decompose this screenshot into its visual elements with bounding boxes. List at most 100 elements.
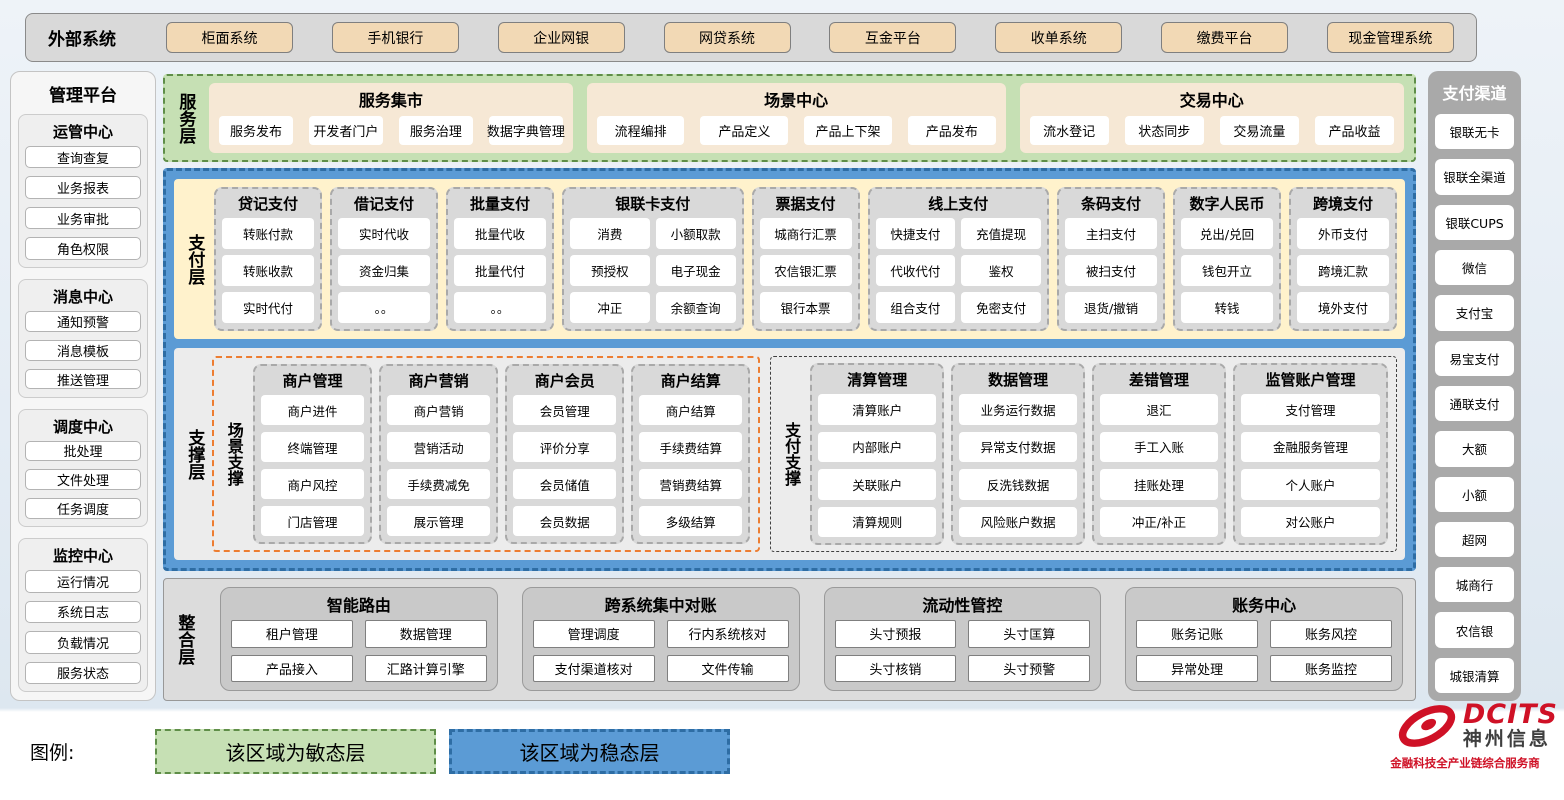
integration-item-button[interactable]: 租户管理 [231,620,353,648]
integration-item-button[interactable]: 支付渠道核对 [532,654,655,682]
payment-item-button[interactable]: 充值提现 [961,218,1042,249]
support-item-button[interactable]: 异常支付数据 [959,431,1078,462]
integration-item-button[interactable]: 头寸匡算 [968,620,1091,648]
management-item-button[interactable]: 查询查复 [25,146,141,169]
support-item-button[interactable]: 手续费减免 [387,469,491,499]
management-item-button[interactable]: 通知预警 [25,310,141,332]
support-item-button[interactable]: 内部账户 [818,431,937,462]
payment-channel-button[interactable]: 微信 [1435,249,1514,286]
payment-channel-button[interactable]: 城银清算 [1435,657,1514,694]
management-item-button[interactable]: 角色权限 [25,237,141,260]
payment-item-button[interactable]: 快捷支付 [875,218,956,249]
payment-channel-button[interactable]: 大额 [1435,431,1514,467]
support-item-button[interactable]: 个人账户 [1240,469,1381,500]
payment-channel-button[interactable]: 易宝支付 [1435,340,1514,376]
payment-item-button[interactable]: 预授权 [569,255,650,286]
service-item-button[interactable]: 数据字典管理 [487,116,565,145]
integration-item-button[interactable]: 文件传输 [666,654,789,682]
payment-channel-button[interactable]: 银联无卡 [1435,114,1514,150]
integration-item-button[interactable]: 异常处理 [1136,654,1259,682]
support-item-button[interactable]: 会员管理 [513,395,617,425]
payment-channel-button[interactable]: 银联CUPS [1435,204,1514,240]
payment-item-button[interactable]: 钱包开立 [1181,255,1274,286]
management-item-button[interactable]: 负载情况 [25,631,141,654]
payment-item-button[interactable]: 消费 [569,218,650,249]
payment-item-button[interactable]: 。。 [453,292,546,323]
service-item-button[interactable]: 服务治理 [398,116,473,145]
service-item-button[interactable]: 产品定义 [700,116,789,145]
management-item-button[interactable]: 消息模板 [25,339,141,361]
service-item-button[interactable]: 产品上下架 [804,116,892,145]
payment-item-button[interactable]: 批量代收 [453,218,546,249]
payment-item-button[interactable]: 余额查询 [655,292,736,323]
payment-item-button[interactable]: 外币支付 [1297,218,1390,249]
support-item-button[interactable]: 门店管理 [261,506,365,536]
payment-channel-button[interactable]: 农信银 [1435,612,1514,648]
management-item-button[interactable]: 文件处理 [25,469,141,491]
integration-item-button[interactable]: 行内系统核对 [666,620,789,648]
payment-item-button[interactable]: 被扫支付 [1065,255,1158,286]
payment-item-button[interactable]: 。。 [337,292,430,323]
support-item-button[interactable]: 手工入账 [1100,431,1218,462]
service-item-button[interactable]: 交易流量 [1219,116,1299,145]
support-item-button[interactable]: 业务运行数据 [959,394,1078,425]
payment-item-button[interactable]: 转钱 [1181,292,1274,323]
external-system-button[interactable]: 现金管理系统 [1326,22,1454,53]
support-item-button[interactable]: 终端管理 [261,432,365,462]
service-item-button[interactable]: 产品收益 [1314,116,1395,145]
support-item-button[interactable]: 手续费结算 [639,432,743,462]
integration-item-button[interactable]: 账务记账 [1136,620,1259,648]
support-item-button[interactable]: 营销活动 [387,432,491,462]
payment-channel-button[interactable]: 超网 [1435,521,1514,558]
management-item-button[interactable]: 服务状态 [25,661,141,685]
external-system-button[interactable]: 缴费平台 [1161,22,1289,53]
support-item-button[interactable]: 支付管理 [1240,394,1381,425]
payment-item-button[interactable]: 境外支付 [1297,292,1390,323]
payment-item-button[interactable]: 组合支付 [875,292,956,323]
support-item-button[interactable]: 商户风控 [261,469,365,499]
support-item-button[interactable]: 商户营销 [387,395,491,425]
support-item-button[interactable]: 反洗钱数据 [959,469,1078,500]
support-item-button[interactable]: 商户进件 [261,395,365,425]
support-item-button[interactable]: 对公账户 [1240,506,1381,537]
management-item-button[interactable]: 系统日志 [25,600,141,624]
external-system-button[interactable]: 柜面系统 [166,22,293,53]
management-item-button[interactable]: 批处理 [25,440,141,462]
integration-item-button[interactable]: 头寸预警 [968,654,1091,682]
payment-item-button[interactable]: 银行本票 [759,292,852,323]
payment-item-button[interactable]: 转账收款 [222,255,314,286]
payment-item-button[interactable]: 小额取款 [655,218,736,249]
support-item-button[interactable]: 清算账户 [818,394,937,425]
external-system-button[interactable]: 手机银行 [331,22,459,53]
support-item-button[interactable]: 金融服务管理 [1240,431,1381,462]
payment-channel-button[interactable]: 通联支付 [1435,385,1514,422]
management-item-button[interactable]: 任务调度 [25,498,141,520]
external-system-button[interactable]: 网贷系统 [663,22,791,53]
service-item-button[interactable]: 服务发布 [219,116,293,145]
payment-item-button[interactable]: 鉴权 [961,255,1042,286]
payment-item-button[interactable]: 代收代付 [875,255,956,286]
management-item-button[interactable]: 运行情况 [25,570,141,593]
integration-item-button[interactable]: 数据管理 [364,620,487,648]
support-item-button[interactable]: 挂账处理 [1100,469,1218,500]
management-item-button[interactable]: 推送管理 [25,368,141,390]
payment-item-button[interactable]: 农信银汇票 [759,255,852,286]
integration-item-button[interactable]: 账务监控 [1270,654,1392,682]
payment-item-button[interactable]: 主扫支付 [1065,218,1158,249]
payment-item-button[interactable]: 退货/撤销 [1065,292,1158,323]
support-item-button[interactable]: 多级结算 [639,506,743,536]
payment-channel-button[interactable]: 银联全渠道 [1435,159,1514,195]
external-system-button[interactable]: 互金平台 [829,22,957,53]
payment-item-button[interactable]: 实时代收 [337,218,430,249]
payment-channel-button[interactable]: 小额 [1435,476,1514,512]
payment-channel-button[interactable]: 城商行 [1435,567,1514,603]
payment-item-button[interactable]: 兑出/兑回 [1181,218,1274,249]
support-item-button[interactable]: 营销费结算 [639,469,743,499]
support-item-button[interactable]: 会员数据 [513,506,617,536]
integration-item-button[interactable]: 管理调度 [532,620,655,648]
integration-item-button[interactable]: 头寸预报 [834,620,957,648]
support-item-button[interactable]: 风险账户数据 [959,506,1078,537]
management-item-button[interactable]: 业务报表 [25,176,141,199]
support-item-button[interactable]: 清算规则 [818,506,937,537]
management-item-button[interactable]: 业务审批 [25,206,141,230]
